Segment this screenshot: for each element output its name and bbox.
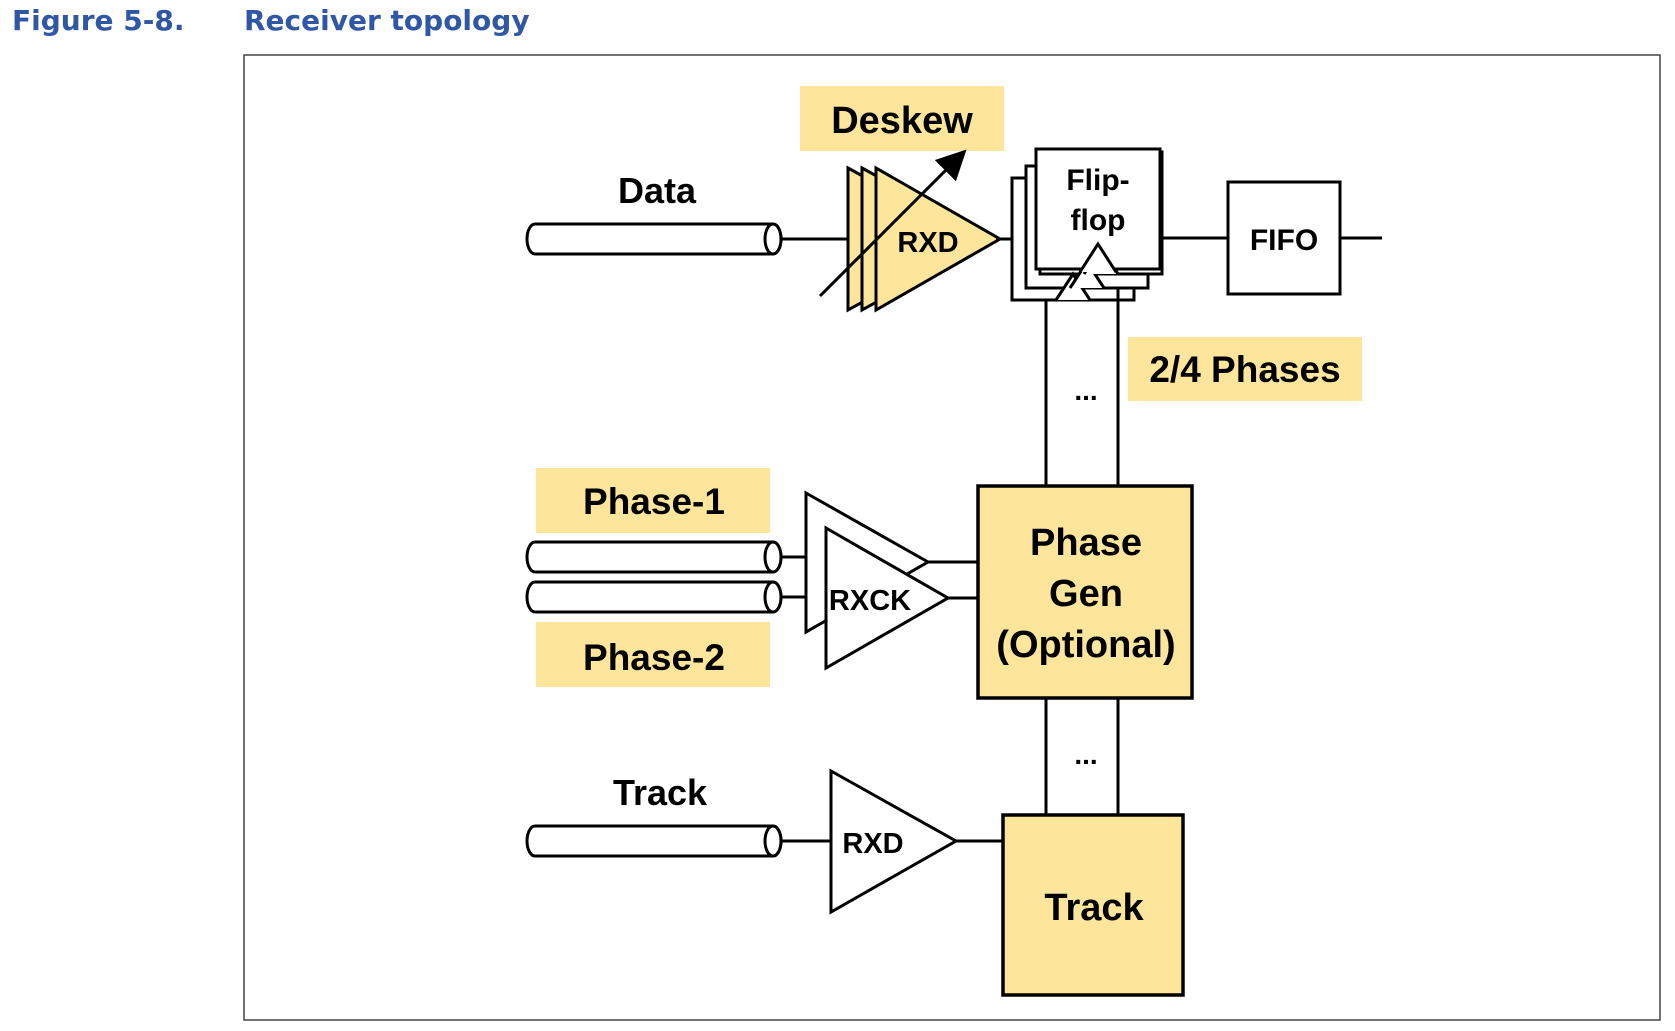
phase1-label: Phase-1 (583, 481, 725, 522)
fifo-block (1226, 180, 1342, 296)
phases-label-bg (1128, 337, 1362, 401)
flipflop-label-line2: flop (1071, 204, 1126, 237)
phase1-label-bg (536, 468, 770, 533)
phases-label: 2/4 Phases (1149, 349, 1340, 390)
rxck-label: RXCK (829, 585, 911, 617)
phase2-label-bg (536, 622, 770, 687)
flipflop-label-line1: Flip- (1066, 164, 1129, 197)
data-label: Data (618, 170, 697, 211)
fifo-label: FIFO (1250, 224, 1318, 257)
phase2-cable (525, 580, 783, 614)
track-block-label: Track (1044, 887, 1144, 929)
deskew-label-bg (800, 86, 1004, 151)
diagram-frame (243, 54, 1661, 1021)
data-cable (525, 222, 783, 256)
phasegen-block (976, 484, 1194, 700)
phase2-label: Phase-2 (583, 637, 725, 678)
phasegen-label-line3: (Optional) (996, 624, 1175, 666)
rxck-buffer (804, 490, 952, 671)
figure-title: Receiver topology (244, 4, 530, 37)
phasegen-label-line2: Gen (1049, 573, 1123, 615)
track-bus-ellipsis: ... (1074, 739, 1097, 770)
rxd-data-label: RXD (897, 227, 958, 259)
track-cable (525, 824, 783, 858)
phase1-cable (525, 540, 783, 574)
figure-number: Figure 5-8. (12, 4, 185, 37)
track-block (1001, 813, 1185, 997)
rxd-track-label: RXD (842, 828, 903, 860)
phasegen-label-line1: Phase (1030, 522, 1142, 564)
deskew-arrow-icon (818, 149, 967, 298)
flipflop-stack (1010, 147, 1164, 302)
phase-bus-ellipsis: ... (1074, 375, 1097, 406)
rxd-track-buffer (829, 768, 960, 915)
track-input-label: Track (613, 772, 708, 813)
deskew-label: Deskew (831, 100, 973, 142)
